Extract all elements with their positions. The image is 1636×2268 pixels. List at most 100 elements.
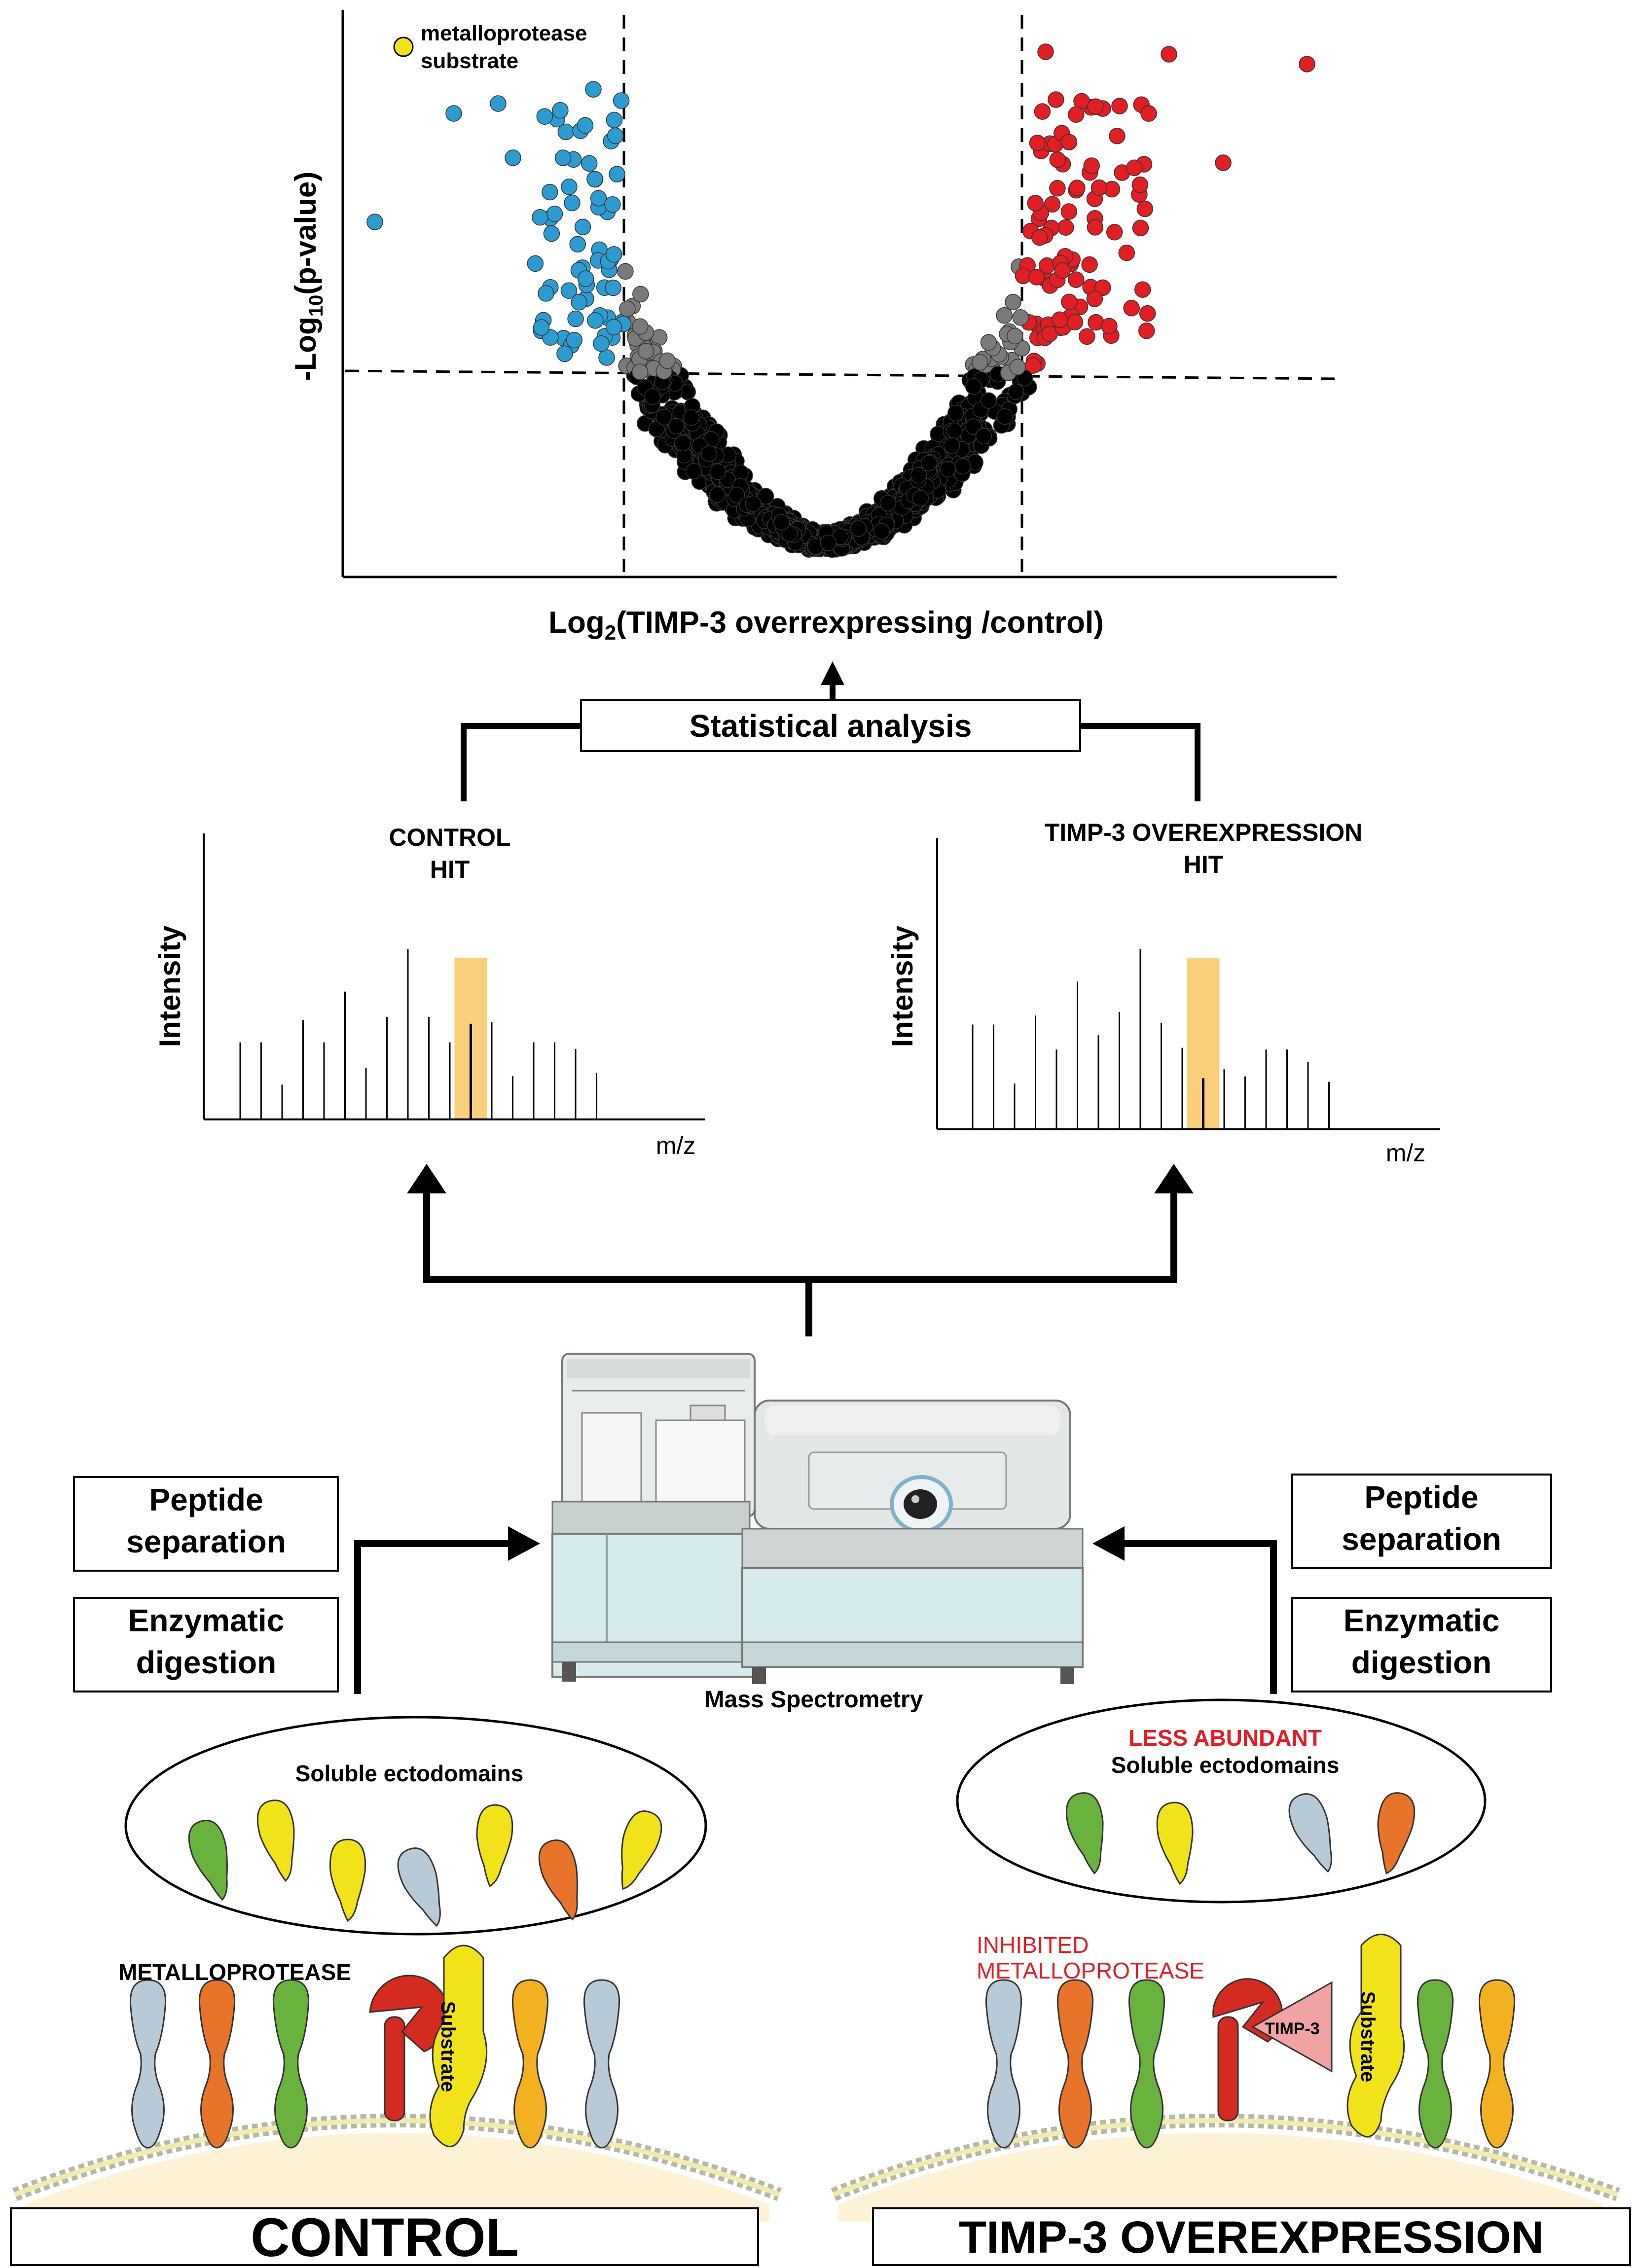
timp3-condition-label: TIMP-3 OVEREXPRESSION	[959, 2212, 1544, 2263]
volcano-point	[527, 255, 544, 272]
volcano-point	[577, 117, 594, 134]
membrane-protein	[985, 1979, 1022, 2149]
volcano-point	[965, 418, 982, 435]
ectodomain	[256, 1800, 295, 1882]
volcano-point	[873, 523, 890, 540]
volcano-point	[954, 458, 971, 474]
volcano-point	[1012, 309, 1029, 326]
membrane-protein	[1417, 1979, 1454, 2149]
statistical-analysis-label: Statistical analysis	[690, 708, 972, 744]
volcano-point	[943, 437, 960, 454]
volcano-point	[1109, 128, 1126, 144]
volcano-point	[1068, 106, 1085, 123]
volcano-point	[644, 388, 661, 405]
ectodomain	[476, 1804, 513, 1887]
right-enzymatic-digestion-box	[1291, 1597, 1552, 1692]
left-enzymatic-digestion-box	[73, 1597, 339, 1692]
spectrum-control: CONTROL HIT Intensity m/z	[153, 824, 705, 1159]
volcano-point	[1054, 262, 1071, 279]
volcano-point	[538, 285, 554, 302]
volcano-point	[996, 307, 1013, 324]
ectodomain	[538, 1839, 578, 1921]
membrane-protein	[1128, 1979, 1165, 2149]
inhibited-metalloprotease	[1212, 1978, 1283, 2122]
volcano-point	[965, 378, 982, 395]
volcano-point	[366, 214, 383, 230]
volcano-point	[1057, 219, 1074, 236]
volcano-point	[1123, 299, 1140, 317]
spectrum-timp3-title-line1: TIMP-3 OVEREXPRESSION	[1045, 819, 1363, 846]
timp3-cell: INHIBITED METALLOPROTEASE TIMP-3 Substra…	[831, 1932, 1620, 2222]
membrane-protein	[583, 1979, 620, 2149]
spectrum-control-title-line2: HIT	[430, 856, 470, 883]
volcano-point	[564, 194, 581, 212]
right-enzymatic-line1: Enzymatic	[1344, 1603, 1500, 1638]
volcano-point	[1079, 328, 1095, 345]
spectrum-timp3-peaks	[972, 949, 1330, 1128]
right-enzymatic-line2: digestion	[1351, 1645, 1491, 1680]
volcano-y-label: -Log10(p-value)	[289, 172, 327, 381]
volcano-point	[996, 408, 1013, 425]
ectodomain	[188, 1820, 228, 1901]
volcano-point	[542, 183, 558, 201]
less-abundant-label: LESS ABUNDANT	[1128, 1725, 1322, 1751]
volcano-point	[1028, 269, 1045, 286]
spectrum-control-x-label: m/z	[656, 1132, 696, 1159]
volcano-point	[605, 246, 622, 263]
statistical-analysis-connector: Statistical analysis	[461, 661, 1200, 801]
volcano-point	[587, 312, 604, 329]
volcano-point	[1111, 98, 1128, 114]
volcano-point	[1215, 154, 1232, 171]
timp3-ellipse-title: Soluble ectodomains	[1111, 1752, 1340, 1778]
timp3-substrate-label: Substrate	[1357, 1991, 1379, 2083]
volcano-point	[820, 535, 837, 551]
volcano-point	[617, 263, 634, 280]
volcano-point	[1134, 281, 1151, 298]
volcano-point	[920, 455, 938, 471]
mass-spectrometry-label: Mass Spectrometry	[705, 1687, 923, 1713]
volcano-point	[1083, 157, 1100, 174]
ectodomain	[397, 1847, 441, 1927]
control-substrate: Substrate	[429, 1944, 488, 2148]
volcano-point	[773, 514, 790, 531]
volcano-point	[1081, 256, 1098, 273]
volcano-point	[619, 300, 636, 318]
left-peptide-separation-box	[73, 1476, 339, 1572]
volcano-point	[598, 349, 615, 366]
volcano-point	[1069, 180, 1086, 196]
volcano-point	[1051, 311, 1068, 328]
spectrum-timp3: TIMP-3 OVEREXPRESSION HIT Intensity m/z	[886, 819, 1440, 1167]
volcano-points	[366, 43, 1315, 558]
volcano-point	[1087, 98, 1104, 115]
left-enzymatic-line1: Enzymatic	[128, 1603, 285, 1638]
volcano-point	[1060, 134, 1078, 150]
volcano-point	[586, 171, 603, 187]
volcano-point	[533, 319, 550, 336]
volcano-point	[1094, 279, 1111, 296]
volcano-point	[980, 392, 997, 409]
volcano-point	[674, 434, 691, 452]
volcano-point	[1048, 91, 1064, 108]
volcano-point	[1005, 293, 1021, 311]
volcano-point	[593, 335, 610, 352]
volcano-point	[554, 149, 572, 166]
control-substrate-label: Substrate	[437, 2001, 459, 2092]
volcano-point	[581, 155, 598, 172]
volcano-point	[946, 422, 963, 439]
volcano-point	[1031, 229, 1048, 246]
volcano-point	[445, 105, 462, 122]
volcano-point	[1091, 179, 1108, 196]
membrane-protein	[198, 1979, 236, 2149]
volcano-point	[1101, 318, 1118, 335]
volcano-point	[709, 486, 726, 503]
volcano-point	[1061, 293, 1078, 310]
volcano-point	[1044, 196, 1061, 213]
volcano-point	[536, 108, 553, 125]
volcano-point	[505, 149, 521, 166]
statistical-analysis-box	[580, 699, 1081, 752]
ms-to-spectra-arrows	[407, 1164, 1194, 1336]
volcano-point	[745, 495, 762, 512]
spectrum-timp3-y-label: Intensity	[886, 925, 919, 1047]
volcano-point	[613, 92, 630, 109]
